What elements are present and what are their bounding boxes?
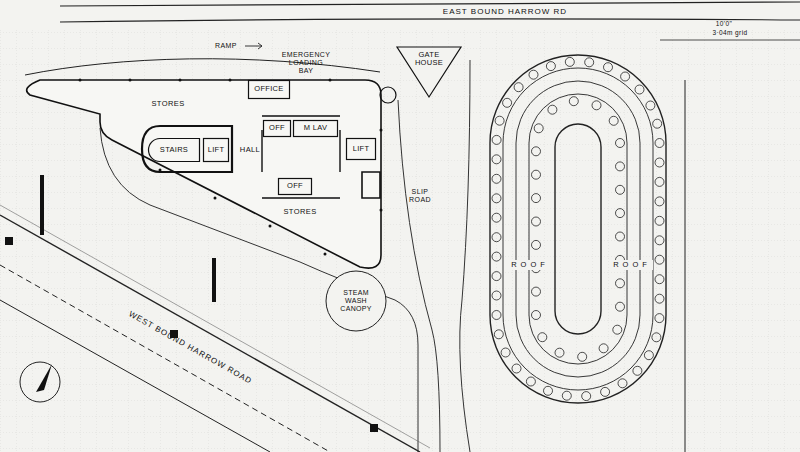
road-name: EAST BOUND HARROW RD	[443, 8, 567, 17]
slip-road-kerb	[460, 60, 470, 452]
forecourt-kerb	[100, 128, 418, 452]
room-label: LIFT	[208, 146, 225, 154]
room-label: STAIRS	[160, 146, 188, 154]
stair-room: STAIRS	[148, 138, 200, 162]
spiral-ramp	[490, 55, 666, 403]
lift-shaft: LIFT	[346, 138, 376, 160]
grid-note: 10'0"	[716, 20, 732, 27]
steam-wash-canopy: STEAM WASH CANOPY	[327, 273, 385, 329]
grid-note: 3·04m grid	[712, 29, 747, 36]
stair-core	[142, 126, 232, 172]
road-edge	[0, 300, 270, 452]
road-edge	[60, 19, 800, 22]
north-arrow	[36, 364, 52, 392]
ramp-label: RAMP	[215, 42, 237, 50]
wall	[262, 116, 340, 198]
north-point	[20, 362, 60, 402]
room-label: M LAV	[304, 124, 327, 132]
ramp-edge	[25, 59, 380, 75]
roof-label: ROOF	[509, 260, 551, 270]
office-room: OFFICE	[248, 80, 290, 99]
room-label: OFFICE	[254, 85, 283, 93]
roof-label: ROOF	[611, 260, 653, 270]
room-label: OFF	[287, 182, 303, 190]
road-edge	[0, 215, 420, 452]
room-label: GATE HOUSE	[411, 51, 447, 68]
road-lamps	[5, 175, 378, 432]
road-lane	[0, 265, 330, 452]
room-label: LIFT	[353, 145, 370, 153]
office-room: OFF	[263, 120, 291, 137]
area-label: EMERGENCY LOADING BAY	[281, 51, 331, 74]
gate-house: GATE HOUSE	[396, 46, 462, 98]
road-name: WEST BOUND HARROW ROAD	[127, 310, 253, 386]
site-boundary	[685, 80, 686, 452]
room-label: STEAM WASH CANOPY	[336, 289, 376, 312]
area-label: STORES	[283, 208, 316, 216]
ramp-arrow	[245, 43, 262, 49]
lavatory-room: M LAV	[293, 120, 338, 137]
column	[380, 87, 396, 103]
road-verge	[0, 205, 430, 448]
area-label: HALL	[240, 146, 260, 154]
column-dots	[79, 79, 383, 256]
site-boundary	[660, 40, 800, 41]
site-grid	[0, 30, 800, 452]
lift-shaft: LIFT	[203, 138, 229, 162]
road-name: SLIP ROAD	[405, 188, 435, 203]
office-room: OFF	[278, 178, 312, 195]
road-edge	[60, 2, 800, 6]
area-label: STORES	[151, 100, 184, 108]
service-core	[362, 172, 380, 198]
room-label: OFF	[269, 124, 285, 132]
canopy-outline	[326, 271, 386, 331]
slip-road-kerb	[398, 100, 440, 452]
building-outline	[27, 80, 381, 268]
